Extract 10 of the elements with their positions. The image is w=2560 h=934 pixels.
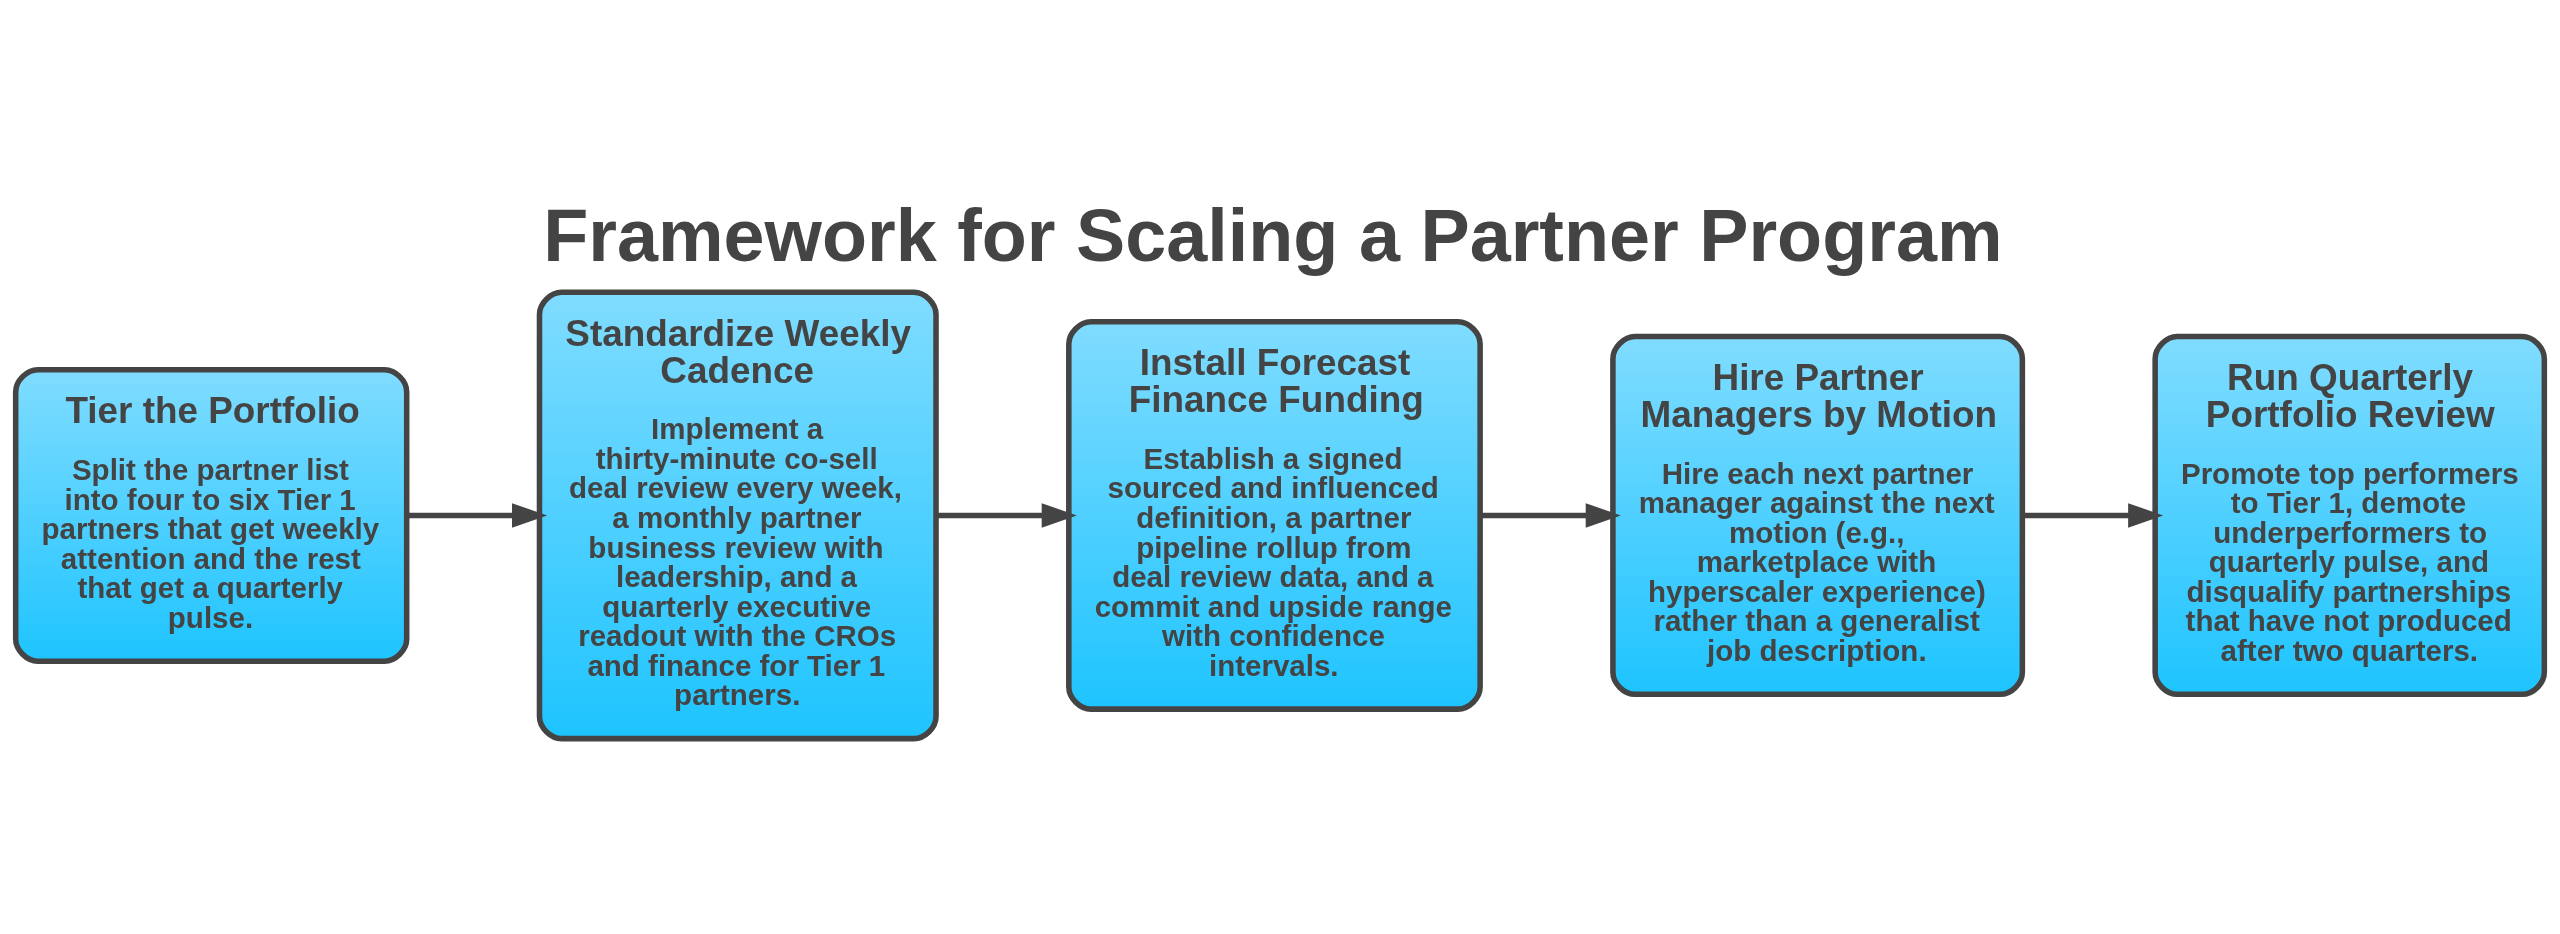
arrow (407, 502, 548, 528)
node-box: Tier the Portfolio Split the partner list into four to six Tier 1 partners that get weekly attention and the rest that get a quarterly pulse. (12, 366, 410, 664)
node-box: Run Quarterly Portfolio Review Promote top performers to Tier 1, demote underperformers to quarterly pulse, and disqualify partnerships that have not produced after two quarters. (2152, 333, 2548, 697)
diagram-title: Framework for Scaling a Partner Program (543, 193, 2003, 277)
arrow (2023, 502, 2164, 528)
node-box: Install Forecast Finance Funding Establish a signed sourced and influenced definition, a partner pipeline rollup from deal review data, and a commit and upside range with confidence intervals. (1066, 318, 1483, 712)
arrow (1480, 502, 1621, 528)
node-box: Standardize Weekly Cadence Implement a thirty-minute co-sell deal review every week, a monthly partner business review with leadership, and a quarterly executive readout with the CROs and finance for Tier 1 partners. (536, 289, 939, 741)
node-box: Hire Partner Managers by Motion Hire each next partner manager against the next motion (e.g., marketplace with hyperscaler experience) rather than a generalist job description. (1610, 333, 2026, 697)
arrow (936, 502, 1077, 528)
